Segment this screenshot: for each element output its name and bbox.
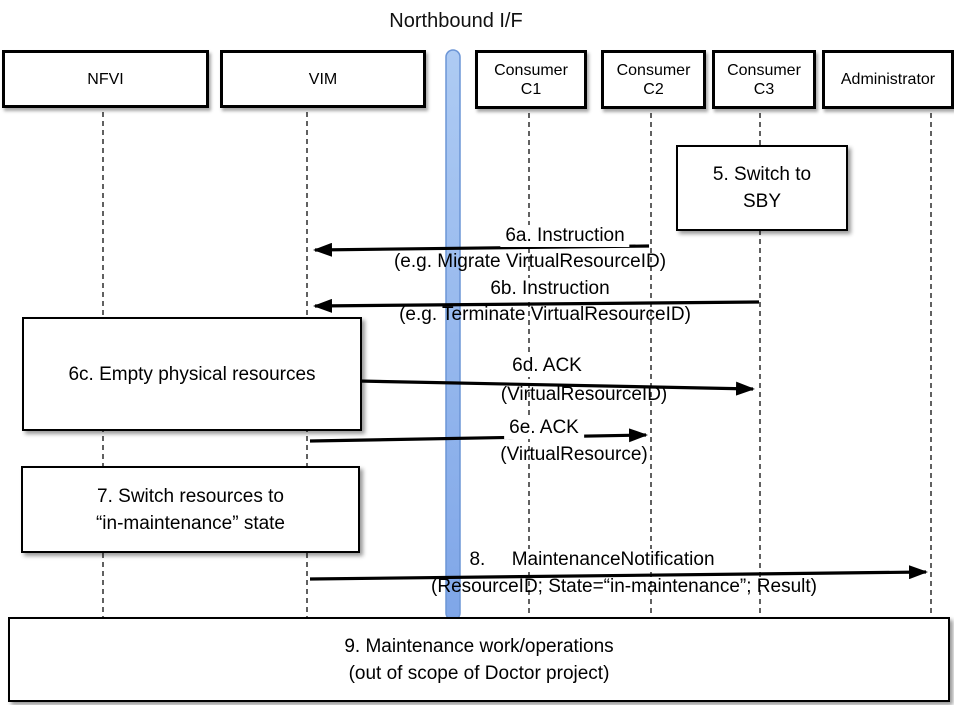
actor-label-administrator: Administrator <box>840 71 936 88</box>
actor-box-consumer-c1: Consumer C1 <box>475 50 587 109</box>
arrow-8-maintenance-notification <box>309 565 928 581</box>
message-detail-6d: (VirtualResourceID) <box>500 384 668 405</box>
note-maintenance-work: 9. Maintenance work/operations (out of s… <box>8 617 950 702</box>
northbound-if-activation-bar <box>445 49 461 621</box>
arrow-6b-instruction <box>313 298 760 313</box>
actor-box-administrator: Administrator <box>822 50 954 109</box>
page-title: Northbound I/F <box>389 10 523 32</box>
message-detail-6e: (VirtualResource) <box>500 444 648 465</box>
message-label-6b: 6b. Instruction <box>485 278 615 300</box>
actor-label-consumer-c1: Consumer C1 <box>494 61 568 98</box>
note-switch-to-sby: 5. Switch to SBY <box>676 145 848 231</box>
arrow-6d-ack <box>357 379 755 396</box>
message-detail-8: (ResourceID; State=“in-maintenance”; Res… <box>431 576 817 597</box>
actor-box-vim: VIM <box>220 50 426 108</box>
actor-label-consumer-c3: Consumer C3 <box>727 61 801 98</box>
actor-box-consumer-c3: Consumer C3 <box>712 50 816 109</box>
note-empty-physical-resources: 6c. Empty physical resources <box>22 317 362 431</box>
actor-label-consumer-c2: Consumer C2 <box>616 61 691 98</box>
message-label-6d: 6d. ACK <box>507 355 587 377</box>
message-label-8: 8. MaintenanceNotification <box>464 549 720 571</box>
actor-label-vim: VIM <box>308 70 338 88</box>
note-switch-in-maintenance: 7. Switch resources to “in-maintenance” … <box>21 466 360 553</box>
message-detail-6a: (e.g. Migrate VirtualResourceID) <box>393 251 667 272</box>
arrow-6e-ack <box>309 428 648 443</box>
actor-box-nfvi: NFVI <box>2 50 209 108</box>
actor-label-nfvi: NFVI <box>87 70 124 88</box>
message-label-6a: 6a. Instruction <box>500 225 630 247</box>
actor-box-consumer-c2: Consumer C2 <box>601 50 706 109</box>
message-label-6e: 6e. ACK <box>504 417 584 439</box>
message-detail-6b: (e.g. Terminate VirtualResourceID) <box>399 304 691 325</box>
